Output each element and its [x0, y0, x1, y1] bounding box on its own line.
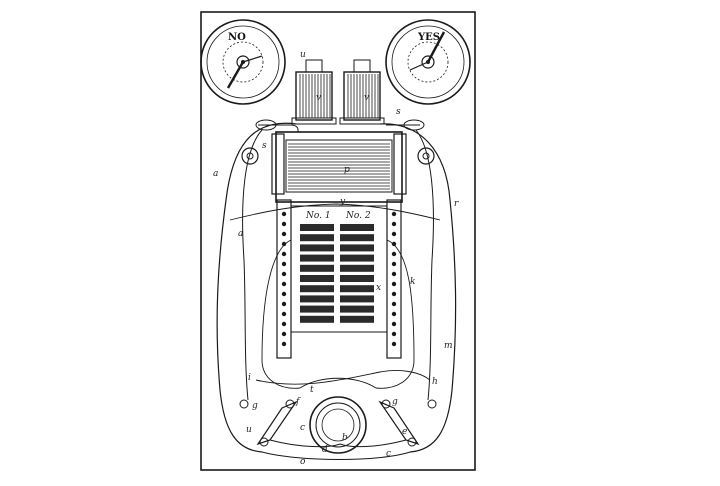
contact-dot: [281, 271, 287, 277]
label-a-upper: a: [213, 169, 218, 179]
right-dial: YES: [385, 19, 471, 105]
ballot-row-block: [340, 264, 374, 272]
ballot-row-block: [300, 305, 334, 313]
label-i: i: [248, 373, 251, 383]
ballot-row-block: [300, 234, 334, 242]
label-d: d: [322, 445, 328, 455]
contact-dot: [391, 271, 397, 277]
contact-dot: [391, 341, 397, 347]
left-electromagnet: [291, 59, 337, 125]
lower-mechanism: [239, 396, 437, 454]
label-u-top: u: [300, 50, 306, 60]
ballot-row-block: [300, 254, 334, 262]
label-t: t: [310, 385, 314, 395]
label-p: p: [344, 165, 350, 175]
label-s-left: s: [262, 141, 267, 151]
contact-dot: [281, 281, 287, 287]
contact-dot: [391, 251, 397, 257]
label-v-left: v: [316, 93, 321, 103]
ballot-row-block: [340, 315, 374, 323]
label-r: r: [454, 199, 459, 209]
ballot-header-left: No. 1: [305, 211, 331, 221]
label-c-right: c: [386, 449, 391, 459]
ballot-row-block: [300, 295, 334, 303]
contact-dot: [281, 221, 287, 227]
contact-dot: [391, 331, 397, 337]
contact-dot: [391, 261, 397, 267]
contact-dot: [281, 251, 287, 257]
ballot-row-block: [300, 285, 334, 293]
contact-dot: [391, 221, 397, 227]
contact-dot: [391, 311, 397, 317]
wiring: [216, 122, 457, 460]
label-y: y: [339, 197, 346, 207]
roller: [271, 131, 407, 203]
label-a-lower: a: [238, 229, 243, 239]
ballot-row-block: [340, 285, 374, 293]
label-h: h: [432, 377, 438, 387]
contact-dot: [391, 291, 397, 297]
ballot-row-block: [340, 295, 374, 303]
right-dial-label: YES: [417, 32, 440, 43]
label-g-left: g: [252, 401, 258, 411]
ballot-row-block: [300, 244, 334, 252]
ballot-frame: [276, 199, 402, 359]
ballot-row-block: [300, 275, 334, 282]
contact-dot: [281, 231, 287, 237]
label-e: e: [402, 427, 407, 437]
ballot-row-block: [340, 244, 374, 252]
ballot-row-block: [340, 224, 374, 231]
label-o: o: [300, 457, 306, 467]
label-k: k: [410, 277, 415, 287]
ballot-row-block: [340, 254, 374, 262]
ballot-row-block: [300, 315, 334, 323]
label-g-right: g: [392, 397, 398, 407]
contact-dot: [391, 211, 397, 217]
label-u: u: [246, 425, 252, 435]
armature-links: [241, 119, 435, 165]
contact-dot: [281, 291, 287, 297]
ballot-row-block: [340, 305, 374, 313]
label-x: x: [376, 283, 381, 293]
contact-dot: [281, 261, 287, 267]
contact-dot: [281, 301, 287, 307]
left-dial-label: NO: [228, 32, 246, 43]
label-v-right: v: [364, 93, 369, 103]
label-c-left: c: [300, 423, 305, 433]
contact-dot: [391, 241, 397, 247]
contact-dot: [281, 241, 287, 247]
ballot-header-right: No. 2: [345, 211, 371, 221]
label-f-left: f: [295, 397, 301, 407]
contact-dot: [281, 341, 287, 347]
label-m: m: [444, 341, 453, 351]
left-dial: NO: [200, 19, 286, 105]
drawing-frame: [200, 11, 476, 471]
contact-dot: [391, 281, 397, 287]
ballot-row-block: [300, 264, 334, 272]
contact-dot: [391, 231, 397, 237]
ballot-row-block: [300, 224, 334, 231]
label-b: b: [342, 433, 348, 443]
contact-dot: [281, 311, 287, 317]
reference-labels: a a r m p x k y h i t g f g c c b d e u …: [213, 50, 459, 467]
label-s-right: s: [396, 107, 401, 117]
contact-dot: [281, 331, 287, 337]
ballot-table: No. 1 No. 2: [300, 211, 374, 323]
contact-dot: [391, 321, 397, 327]
contact-dot: [391, 301, 397, 307]
ballot-row-block: [340, 275, 374, 282]
right-electromagnet: [339, 59, 385, 125]
ballot-row-block: [340, 234, 374, 242]
contact-dot: [281, 321, 287, 327]
contact-dot: [281, 211, 287, 217]
